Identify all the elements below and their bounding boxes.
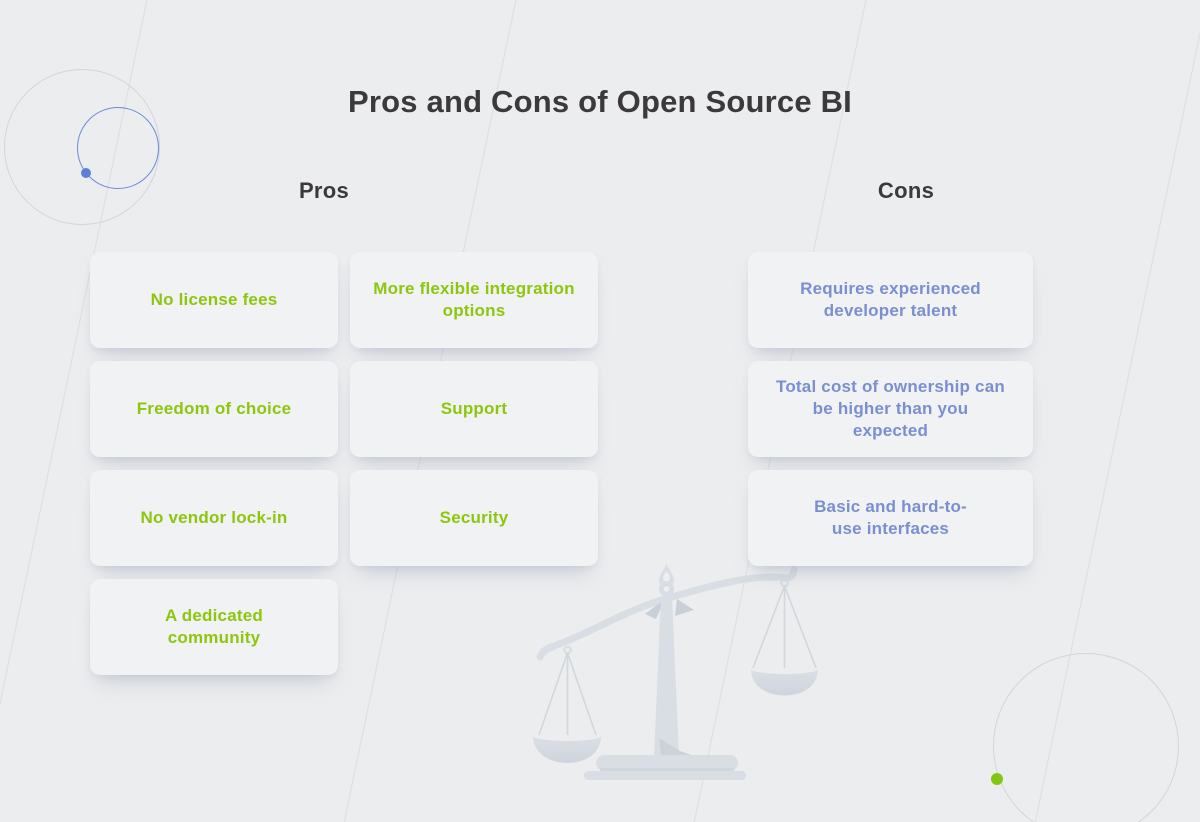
card-label: Freedom of choice [136, 398, 292, 418]
card-label: More flexible integration options [373, 278, 575, 320]
card-label: No vendor lock-in [140, 507, 288, 527]
card-label: Requires experienced developer talent [800, 278, 981, 320]
pros-column-header: Pros [298, 178, 350, 203]
green-dot [991, 773, 1003, 785]
pros-card: Freedom of choice [90, 361, 338, 457]
pros-card: A dedicated community [90, 579, 338, 675]
pros-card: Support [350, 361, 598, 457]
circle-decoration-bottom-right [993, 653, 1179, 822]
card-label: Support [440, 398, 508, 418]
card-label: Basic and hard-to-use interfaces [814, 496, 967, 538]
circle-decoration-top-left-blue [77, 107, 159, 189]
circle-decoration-top-left-outer [4, 69, 160, 225]
pros-card: More flexible integration options [350, 252, 598, 348]
card-label: A dedicated community [165, 605, 263, 647]
balance-scale-icon [533, 564, 818, 780]
card-label: No license fees [150, 289, 278, 309]
pros-card: No license fees [90, 252, 338, 348]
blue-dot [81, 168, 91, 178]
pros-card: Security [350, 470, 598, 566]
card-label: Security [439, 507, 509, 527]
cons-column-header: Cons [877, 178, 935, 203]
cons-card: Total cost of ownership can be higher th… [748, 361, 1033, 457]
pros-card: No vendor lock-in [90, 470, 338, 566]
page-title: Pros and Cons of Open Source BI [348, 84, 852, 119]
cons-card: Requires experienced developer talent [748, 252, 1033, 348]
card-label: Total cost of ownership can be higher th… [776, 376, 1005, 441]
cons-card: Basic and hard-to-use interfaces [748, 470, 1033, 566]
